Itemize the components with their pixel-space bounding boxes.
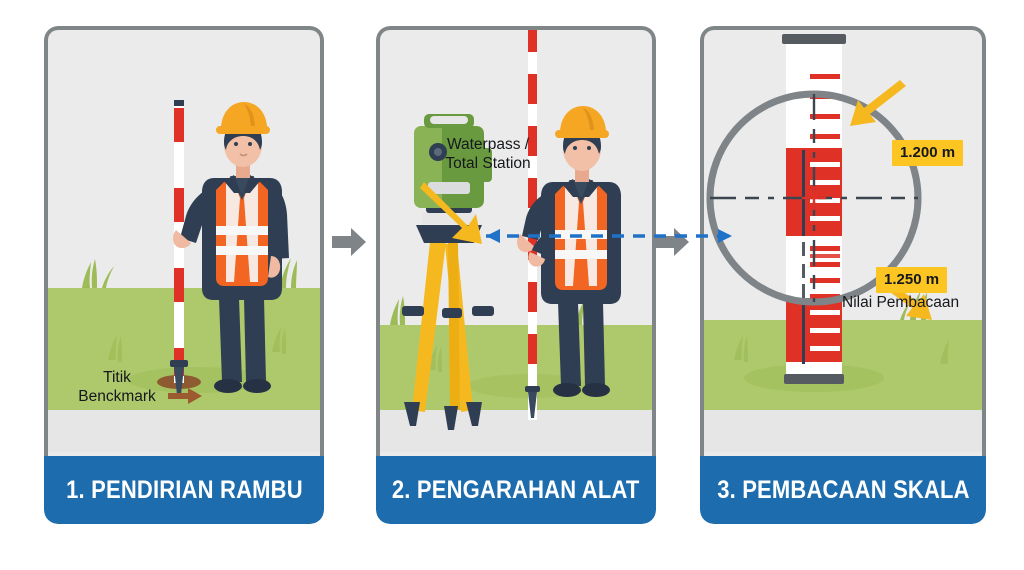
panel-3-illustration bbox=[704, 34, 982, 452]
reticle-crosshair bbox=[706, 90, 922, 306]
panel-3-banner: 3. PEMBACAAN SKALA bbox=[700, 456, 986, 524]
total-station-instrument bbox=[402, 114, 494, 430]
nilai-pembacaan-label: Nilai Pembacaan bbox=[842, 294, 960, 311]
panel-1-scene: Titik Benckmark bbox=[44, 26, 324, 456]
waterpass-pointer-arrow-icon bbox=[420, 182, 482, 244]
worker-figure bbox=[173, 102, 289, 393]
panel-1-illustration bbox=[48, 100, 320, 452]
ground-lower bbox=[704, 410, 982, 452]
panel-pengarahan-alat: Waterpass / Total Station 2. PENGARAHAN … bbox=[376, 26, 656, 524]
panel-1-banner: 1. PENDIRIAN RAMBU bbox=[44, 456, 324, 524]
ground-green bbox=[704, 320, 982, 410]
reading-lower-tag: 1.250 m bbox=[876, 267, 948, 293]
arrow-panel2-to-panel3-icon bbox=[655, 228, 689, 256]
ground-lower bbox=[380, 410, 652, 452]
panel-2-banner-label: 2. PENGARAHAN ALAT bbox=[392, 475, 640, 504]
panel-2-scene: Waterpass / Total Station bbox=[376, 26, 656, 456]
panel-1-banner-label: 1. PENDIRIAN RAMBU bbox=[65, 475, 303, 504]
benchmark-arrow-icon bbox=[168, 388, 202, 404]
panel-3-scene: 1.200 m 1.250 m Nilai Pembacaan bbox=[700, 26, 986, 456]
panel-pendirian-rambu: Titik Benckmark 1. PENDIRIAN RAMBU bbox=[44, 26, 324, 524]
arrow-panel1-to-panel2-icon bbox=[332, 228, 366, 256]
titik-benchmark-label: Titik Benckmark bbox=[78, 369, 156, 406]
upper-tag-arrow-icon bbox=[850, 80, 906, 126]
panel-2-illustration bbox=[380, 30, 652, 452]
panel-2-banner: 2. PENGARAHAN ALAT bbox=[376, 456, 656, 524]
waterpass-total-station-label: Waterpass / Total Station bbox=[445, 136, 531, 173]
ground-lower bbox=[48, 410, 320, 452]
panel-pembacaan-skala: 1.200 m 1.250 m Nilai Pembacaan 3. PEMBA… bbox=[700, 26, 986, 524]
reading-upper-tag: 1.200 m bbox=[892, 140, 964, 166]
panel-3-banner-label: 3. PEMBACAAN SKALA bbox=[716, 475, 970, 504]
benchmark-pin bbox=[170, 360, 188, 395]
